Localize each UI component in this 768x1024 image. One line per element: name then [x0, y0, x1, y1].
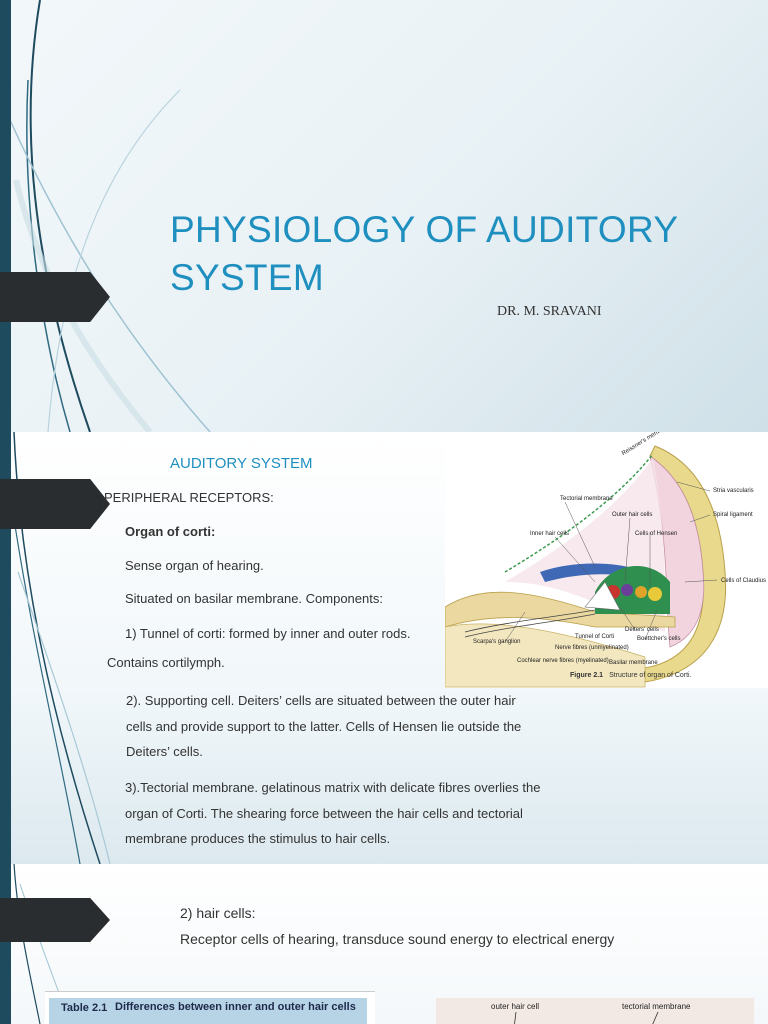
figure-caption-text: Structure of organ of Corti. [609, 672, 692, 679]
bullet-text: 1) Tunnel of corti: formed by inner and … [125, 626, 411, 641]
bullet-supporting-cell: 2). Supporting cell. Deiters’ cells are … [104, 688, 544, 765]
table-title: Differences between inner and outer hair… [115, 1001, 356, 1013]
bullet-text: Organ of corti: [125, 524, 216, 539]
bullet-organ-of-corti: Organ of corti: [104, 519, 544, 545]
slide-subtitle: DR. M. SRAVANI [497, 304, 602, 319]
label-boettchers-cells: Boettcher's cells [637, 636, 681, 642]
label-tectorial-membrane: tectorial membrane [622, 1002, 691, 1011]
hair-cells-slide: 2) hair cells: Receptor cells of hearing… [0, 864, 768, 1024]
label-scarpas-ganglion: Scarpa's ganglion [473, 639, 521, 645]
title-marker-shape [0, 272, 110, 322]
hair-cells-table: Table 2.1 Differences between inner and … [45, 991, 375, 1024]
organ-of-corti-illustration [445, 445, 727, 688]
left-edge-bar [0, 432, 11, 864]
figure-caption: Figure 2.1 Structure of organ of Corti. [570, 672, 692, 679]
bullet-text: Sense organ of hearing. [125, 558, 264, 573]
bullet-text: Situated on basilar membrane. Components… [125, 591, 383, 606]
hair-cell-figure: outer hair cell tectorial membrane [436, 998, 754, 1024]
section-heading: AUDITORY SYSTEM [170, 455, 313, 472]
label-cochlear-nerve-fibres: Cochlear nerve fibres (myelinated) [517, 658, 609, 664]
left-edge-bar [0, 0, 11, 432]
label-tectorial-membrane: Tectorial membrane [560, 496, 613, 502]
label-inner-hair-cells: Inner hair cells [530, 531, 570, 537]
bullet-hair-cells: 2) hair cells: [170, 905, 255, 921]
bullet-tunnel-of-corti: 1) Tunnel of corti: formed by inner and … [104, 621, 544, 647]
bullet-text: 2) hair cells: [180, 905, 256, 921]
title-slide: PHYSIOLOGY OF AUDITORY SYSTEM DR. M. SRA… [0, 0, 768, 432]
bullet-tectorial-membrane: 3).Tectorial membrane. gelatinous matrix… [104, 775, 544, 852]
figure-caption-label: Figure 2.1 [570, 672, 604, 679]
label-tunnel-of-corti: Tunnel of Corti [575, 634, 615, 640]
bullet-text: Receptor cells of hearing, transduce sou… [180, 931, 615, 947]
label-basilar-membrane: Basilar membrane [609, 660, 658, 666]
heading-marker-shape [0, 479, 110, 529]
slide-title: PHYSIOLOGY OF AUDITORY SYSTEM [170, 209, 678, 298]
table-header: Table 2.1 Differences between inner and … [49, 998, 367, 1024]
left-edge-bar [0, 864, 11, 1024]
auditory-system-slide: AUDITORY SYSTEM PERIPHERAL RECEPTORS: Or… [0, 432, 768, 864]
bullet-marker-shape [0, 898, 110, 942]
bullet-sense-organ: Sense organ of hearing. [104, 553, 544, 579]
label-cells-of-hensen: Cells of Hensen [635, 531, 678, 537]
bullet-basilar-membrane: Situated on basilar membrane. Components… [104, 586, 544, 612]
label-nerve-fibres-unmyelinated: Nerve fibres (unmyelinated) [555, 645, 629, 651]
label-outer-hair-cell: outer hair cell [491, 1002, 540, 1011]
label-deiters-cells: Deiters' cells [625, 627, 659, 633]
label-outer-hair-cells: Outer hair cells [612, 512, 653, 518]
bullet-text: 3).Tectorial membrane. gelatinous matrix… [125, 780, 541, 846]
organ-of-corti-figure: Reissner's membrane Stria vascularis Spi… [445, 432, 768, 688]
bullet-text: 2). Supporting cell. Deiters’ cells are … [126, 693, 522, 759]
tunnel-continuation: Contains cortilymph. [107, 655, 225, 670]
label-stria-vascularis: Stria vascularis [713, 488, 754, 494]
hair-cell-illustration [514, 1011, 659, 1024]
label-spiral-ligament: Spiral ligament [713, 512, 753, 518]
bullet-receptor-cells: Receptor cells of hearing, transduce sou… [170, 931, 614, 947]
section-lead: PERIPHERAL RECEPTORS: [104, 490, 274, 505]
table-number: Table 2.1 [61, 1002, 108, 1014]
label-cells-of-claudius: Cells of Claudius [721, 578, 767, 584]
